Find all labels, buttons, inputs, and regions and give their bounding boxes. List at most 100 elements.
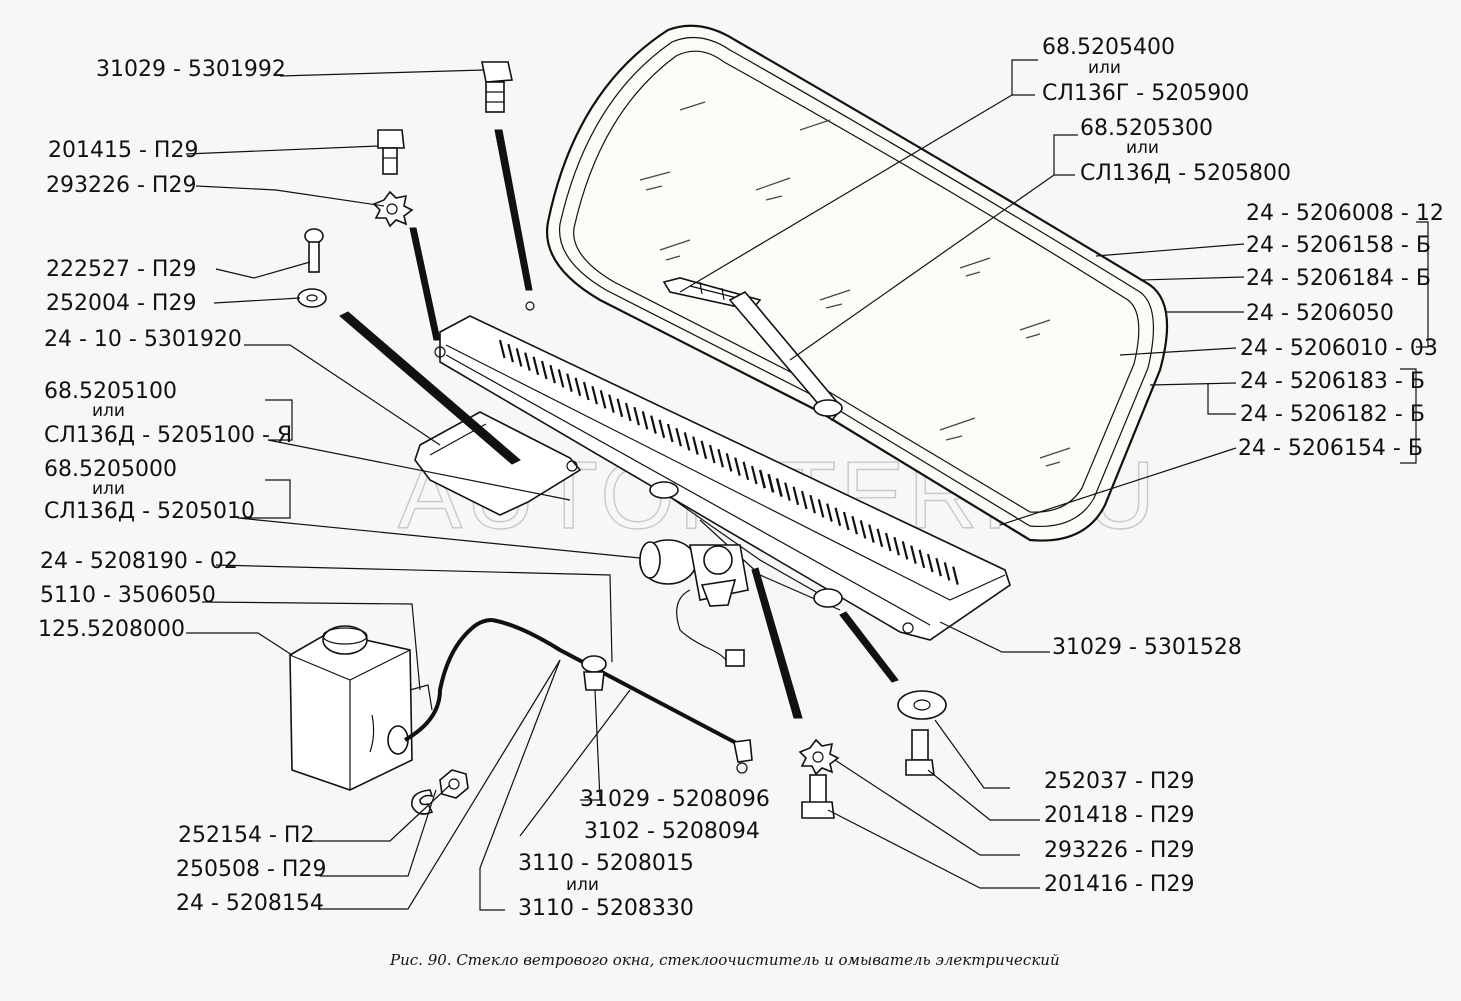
label-293226-top: 293226 - П29	[46, 173, 196, 198]
label-3110-5208015: 3110 - 5208015	[518, 851, 694, 876]
vent-slot	[742, 461, 750, 481]
vent-slot	[549, 364, 556, 384]
label-or-2: или	[92, 479, 125, 499]
label-68-5205000: 68.5205000	[44, 457, 177, 482]
label-68-5205300: 68.5205300	[1080, 116, 1213, 141]
vent-slot	[633, 406, 640, 426]
label-3102-5208094: 3102 - 5208094	[584, 819, 760, 844]
vent-slot	[591, 385, 598, 405]
label-68-5205100: 68.5205100	[44, 379, 177, 404]
vent-slot	[901, 541, 909, 560]
vent-slot	[952, 566, 959, 585]
vent-slot	[750, 465, 758, 485]
star-washer-top	[372, 190, 414, 228]
label-250508: 250508 - П29	[176, 857, 326, 882]
vent-slot	[817, 499, 825, 518]
label-sl136g-5205900: СЛ136Г - 5205900	[1042, 81, 1249, 106]
vent-slot	[868, 524, 875, 543]
vent-slot	[641, 411, 649, 430]
label-sl136d-5205800: СЛ136Д - 5205800	[1080, 161, 1291, 186]
label-24-10-5301920: 24 - 10 - 5301920	[44, 327, 242, 352]
top-bolt	[481, 61, 513, 113]
washer-252037	[897, 690, 947, 720]
label-293226-lower: 293226 - П29	[1044, 838, 1194, 863]
wiper-linkage	[649, 481, 843, 611]
label-31029-5301528: 31029 - 5301528	[1052, 635, 1242, 660]
vent-slot	[507, 343, 514, 363]
label-24-5206158-b: 24 - 5206158 - Б	[1246, 233, 1431, 258]
vent-slot	[599, 390, 607, 409]
vent-slot	[557, 369, 565, 388]
label-sl136d-5205010: СЛ136Д - 5205010	[44, 499, 255, 524]
vent-slot	[608, 394, 615, 413]
label-24-5206008-12: 24 - 5206008 - 12	[1246, 201, 1444, 226]
vent-slot	[910, 545, 917, 564]
vent-slot	[616, 398, 624, 418]
clip-252154	[411, 789, 434, 815]
vent-slot	[775, 478, 783, 497]
bolt-201418	[905, 729, 935, 776]
pointer-wedges	[339, 129, 899, 719]
bolt-201415	[377, 129, 405, 175]
leader-lines	[185, 59, 1429, 911]
washer-hose	[404, 618, 741, 747]
vent-slot	[876, 528, 884, 548]
vent-slot	[666, 423, 674, 443]
vent-slot	[800, 490, 808, 510]
label-or-3: или	[566, 875, 599, 895]
vent-slot	[683, 432, 691, 451]
vent-slot	[524, 352, 531, 371]
vent-slot	[935, 557, 942, 577]
label-31029-5208096: 31029 - 5208096	[580, 787, 770, 812]
vent-slot	[842, 511, 850, 531]
label-252154: 252154 - П2	[178, 823, 314, 848]
vent-slot	[918, 549, 926, 569]
label-24-5208154: 24 - 5208154	[176, 891, 324, 916]
vent-slot	[540, 360, 548, 380]
vent-slot	[851, 515, 858, 535]
label-252004: 252004 - П29	[46, 291, 196, 316]
label-24-5206182-b: 24 - 5206182 - Б	[1240, 402, 1425, 427]
vent-slot	[826, 503, 833, 522]
part-labels: 31029 - 5301992 201415 - П29 293226 - П2…	[38, 35, 1444, 921]
label-31029-5301992: 31029 - 5301992	[96, 57, 286, 82]
label-24-5206184-b: 24 - 5206184 - Б	[1246, 266, 1431, 291]
vent-slot	[624, 402, 632, 422]
vent-slot	[859, 520, 867, 539]
vent-slot	[725, 453, 733, 472]
vent-slot	[700, 440, 708, 460]
washer-252004	[297, 288, 327, 308]
vent-slot	[893, 536, 900, 556]
vent-slot	[926, 553, 934, 573]
star-washer-lower	[798, 738, 840, 776]
washer-reservoir	[289, 625, 413, 791]
cowl-panel	[434, 301, 1011, 641]
vent-slot	[498, 339, 506, 359]
label-sl136d-5205100-ya: СЛ136Д - 5205100 - Я	[44, 423, 292, 448]
nut-250508	[439, 769, 469, 799]
vent-slot	[515, 348, 523, 367]
vent-slot	[834, 507, 842, 527]
vent-slot	[809, 494, 816, 514]
vent-slot	[708, 444, 716, 464]
label-68-5205400: 68.5205400	[1042, 35, 1175, 60]
vent-slot	[650, 415, 657, 434]
label-or-1: или	[92, 401, 125, 421]
vent-slot	[734, 457, 741, 476]
label-or-5: или	[1126, 138, 1159, 158]
vent-slot	[574, 377, 582, 397]
vent-slot	[675, 427, 682, 447]
label-3110-5208330: 3110 - 5208330	[518, 896, 694, 921]
wiper-arm	[728, 290, 844, 422]
label-24-5206154-b: 24 - 5206154 - Б	[1238, 436, 1423, 461]
label-or-4: или	[1088, 58, 1121, 78]
label-252037: 252037 - П29	[1044, 769, 1194, 794]
vent-slot	[717, 448, 724, 468]
vent-slot	[758, 469, 766, 489]
vent-slot	[784, 482, 791, 501]
windshield-glass	[546, 24, 1169, 542]
vent-slot	[767, 473, 774, 493]
label-24-5206050: 24 - 5206050	[1246, 301, 1394, 326]
label-125-5208000: 125.5208000	[38, 617, 185, 642]
